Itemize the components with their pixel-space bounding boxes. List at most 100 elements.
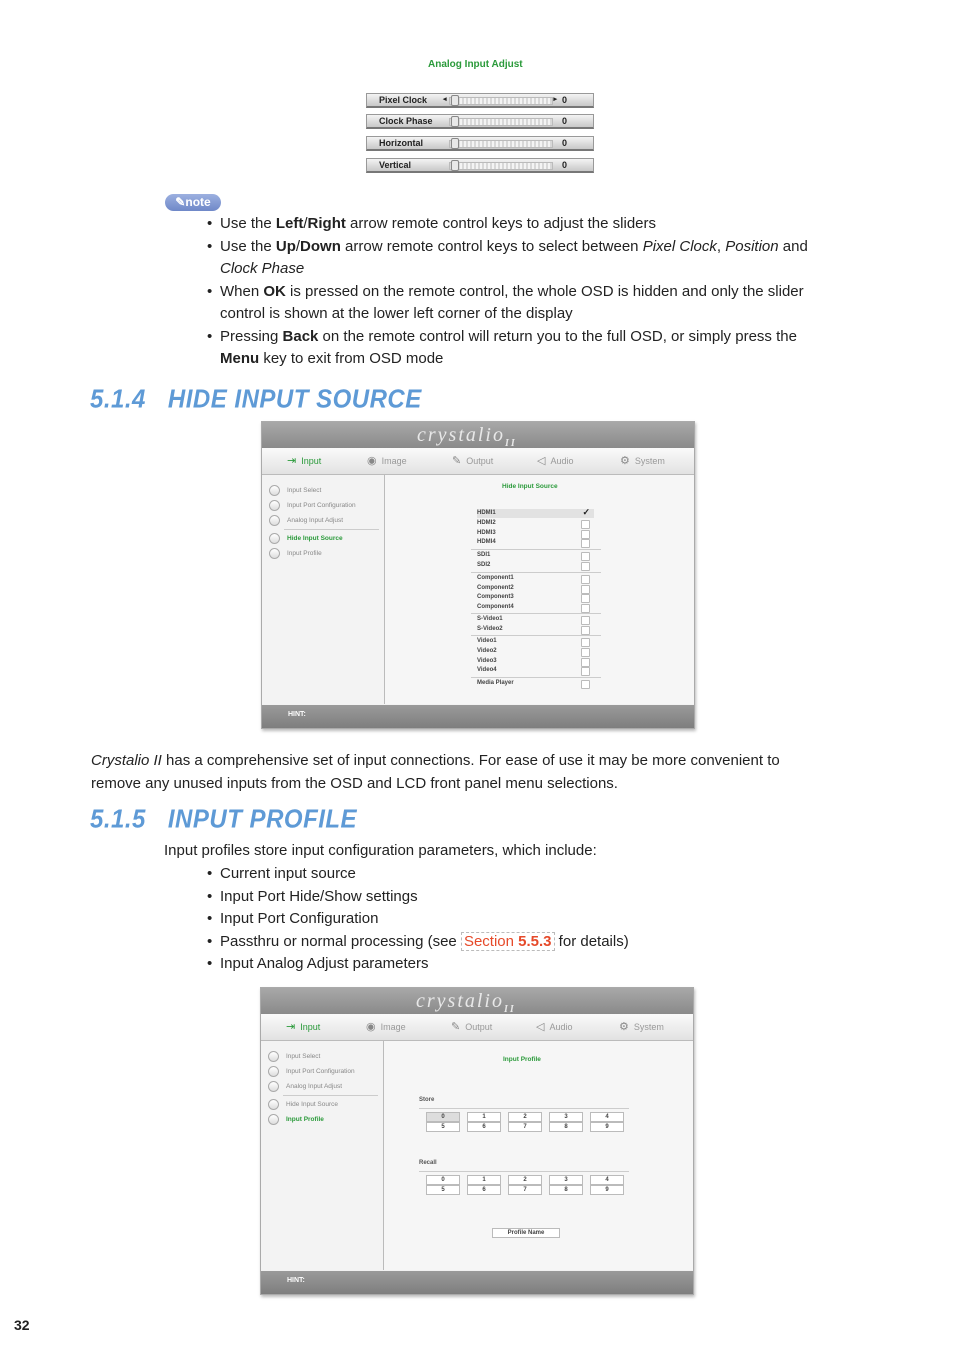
slider-knob[interactable] xyxy=(451,160,459,171)
slider-track[interactable] xyxy=(449,118,553,126)
checkmark-icon[interactable]: ✓ xyxy=(582,507,590,517)
tab-input[interactable]: ⇥Input xyxy=(286,1021,321,1033)
recall-slot-button[interactable]: 3 xyxy=(549,1175,583,1185)
menu-item-analog-input-adjust[interactable]: Analog Input Adjust xyxy=(268,1081,342,1093)
radio-button[interactable] xyxy=(269,485,280,496)
menu-item-input-profile[interactable]: Input Profile xyxy=(269,548,322,560)
menu-item-hide-input-source[interactable]: Hide Input Source xyxy=(269,533,343,545)
radio-button[interactable] xyxy=(269,515,280,526)
checkbox[interactable] xyxy=(581,638,590,647)
checkbox[interactable] xyxy=(581,530,590,539)
menu-item-input-select[interactable]: Input Select xyxy=(268,1051,320,1063)
checkbox[interactable] xyxy=(581,575,590,584)
source-row[interactable]: Video3 xyxy=(477,657,594,667)
pixel-clock-slider[interactable]: Pixel Clock ◂ ▸ 0 xyxy=(366,93,594,108)
tab-system[interactable]: ⚙System xyxy=(620,455,665,467)
recall-slot-button[interactable]: 1 xyxy=(467,1175,501,1185)
store-slot-button[interactable]: 8 xyxy=(549,1122,583,1132)
tab-system[interactable]: ⚙System xyxy=(619,1021,664,1033)
recall-slot-button[interactable]: 8 xyxy=(549,1185,583,1195)
recall-slot-button[interactable]: 9 xyxy=(590,1185,624,1195)
checkbox[interactable] xyxy=(581,539,590,548)
radio-button[interactable] xyxy=(269,548,280,559)
recall-slot-button[interactable]: 4 xyxy=(590,1175,624,1185)
checkbox[interactable] xyxy=(581,604,590,613)
source-row[interactable]: Media Player xyxy=(477,679,594,689)
right-arrow-icon[interactable]: ▸ xyxy=(553,96,557,103)
recall-slot-button[interactable]: 2 xyxy=(508,1175,542,1185)
store-slot-button[interactable]: 3 xyxy=(549,1112,583,1122)
radio-button[interactable] xyxy=(268,1099,279,1110)
source-row[interactable]: Video1 xyxy=(477,637,594,647)
source-row-hdmi1[interactable]: HDMI1✓ xyxy=(477,507,594,518)
store-slot-button[interactable]: 0 xyxy=(426,1112,460,1122)
menu-item-input-select[interactable]: Input Select xyxy=(269,485,321,497)
store-slot-button[interactable]: 7 xyxy=(508,1122,542,1132)
slider-knob[interactable] xyxy=(451,116,459,127)
menu-item-hide-input-source[interactable]: Hide Input Source xyxy=(268,1099,338,1111)
horizontal-slider[interactable]: Horizontal 0 xyxy=(366,136,594,151)
section-link[interactable]: Section 5.5.3 xyxy=(460,931,555,951)
store-slot-button[interactable]: 5 xyxy=(426,1122,460,1132)
tab-image[interactable]: ◉Image xyxy=(367,455,407,467)
store-slot-button[interactable]: 9 xyxy=(590,1122,624,1132)
source-row[interactable]: HDMI3 xyxy=(477,529,594,539)
source-row[interactable]: Video2 xyxy=(477,647,594,657)
checkbox[interactable] xyxy=(581,648,590,657)
source-row[interactable]: S-Video2 xyxy=(477,625,594,635)
tab-audio[interactable]: ◁Audio xyxy=(537,455,574,467)
menu-item-input-port-configuration[interactable]: Input Port Configuration xyxy=(269,500,356,512)
tab-input[interactable]: ⇥Input xyxy=(287,455,322,467)
left-arrow-icon[interactable]: ◂ xyxy=(443,96,447,103)
slider-track[interactable] xyxy=(449,140,553,148)
recall-slot-button[interactable]: 7 xyxy=(508,1185,542,1195)
radio-button[interactable] xyxy=(268,1066,279,1077)
vertical-slider[interactable]: Vertical 0 xyxy=(366,158,594,173)
store-slot-button[interactable]: 2 xyxy=(508,1112,542,1122)
source-row[interactable]: SDI1 xyxy=(477,551,594,561)
checkbox[interactable] xyxy=(581,680,590,689)
store-slot-button[interactable]: 1 xyxy=(467,1112,501,1122)
checkbox[interactable] xyxy=(581,594,590,603)
radio-button[interactable] xyxy=(268,1114,279,1125)
source-row[interactable]: S-Video1 xyxy=(477,615,594,625)
radio-button[interactable] xyxy=(268,1081,279,1092)
checkbox[interactable] xyxy=(581,667,590,676)
radio-button[interactable] xyxy=(269,500,280,511)
menu-item-input-profile[interactable]: Input Profile xyxy=(268,1114,324,1126)
checkbox[interactable] xyxy=(581,626,590,635)
source-row[interactable]: SDI2 xyxy=(477,561,594,571)
slider-knob[interactable] xyxy=(451,138,459,149)
source-row[interactable]: HDMI4 xyxy=(477,538,594,548)
profile-name-button[interactable]: Profile Name xyxy=(492,1228,560,1238)
clock-phase-slider[interactable]: Clock Phase 0 xyxy=(366,114,594,129)
source-row[interactable]: Component3 xyxy=(477,593,594,603)
menu-item-input-port-configuration[interactable]: Input Port Configuration xyxy=(268,1066,355,1078)
checkbox[interactable] xyxy=(581,585,590,594)
store-slot-button[interactable]: 4 xyxy=(590,1112,624,1122)
source-row[interactable]: Component2 xyxy=(477,584,594,594)
radio-button[interactable] xyxy=(268,1051,279,1062)
checkbox[interactable] xyxy=(581,658,590,667)
checkbox[interactable] xyxy=(581,562,590,571)
menu-item-analog-input-adjust[interactable]: Analog Input Adjust xyxy=(269,515,343,527)
tab-audio[interactable]: ◁Audio xyxy=(536,1021,573,1033)
slider-knob[interactable] xyxy=(451,95,459,106)
source-row[interactable]: Component1 xyxy=(477,574,594,584)
store-slot-button[interactable]: 6 xyxy=(467,1122,501,1132)
checkbox[interactable] xyxy=(581,616,590,625)
checkbox[interactable] xyxy=(581,520,590,529)
source-row[interactable]: Component4 xyxy=(477,603,594,613)
tab-output[interactable]: ✎Output xyxy=(452,455,494,467)
source-row[interactable]: Video4 xyxy=(477,666,594,676)
radio-button[interactable] xyxy=(269,533,280,544)
recall-slot-button[interactable]: 6 xyxy=(467,1185,501,1195)
source-row[interactable]: HDMI2 xyxy=(477,519,594,529)
checkbox[interactable] xyxy=(581,552,590,561)
slider-track[interactable] xyxy=(449,162,553,170)
recall-slot-button[interactable]: 0 xyxy=(426,1175,460,1185)
tab-image[interactable]: ◉Image xyxy=(366,1021,406,1033)
slider-track[interactable] xyxy=(449,97,553,105)
tab-output[interactable]: ✎Output xyxy=(451,1021,493,1033)
recall-slot-button[interactable]: 5 xyxy=(426,1185,460,1195)
